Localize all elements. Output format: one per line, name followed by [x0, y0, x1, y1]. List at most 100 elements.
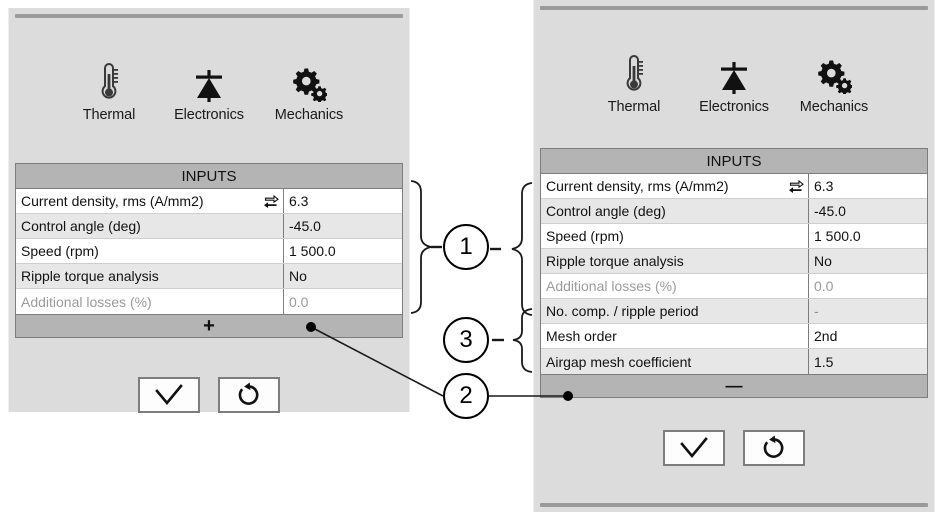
row-label-cell: Additional losses (%)	[16, 289, 284, 314]
row-label: Mesh order	[546, 328, 617, 344]
table-row[interactable]: Control angle (deg) -45.0	[16, 214, 402, 239]
icon-label-mechanics: Mechanics	[799, 99, 869, 115]
add-row-button[interactable]: +	[16, 314, 402, 337]
confirm-button[interactable]	[663, 430, 725, 466]
action-buttons	[9, 377, 409, 413]
brace-right-3	[512, 308, 533, 373]
row-label-cell: Additional losses (%)	[541, 274, 809, 298]
row-label: Current density, rms (A/mm2)	[21, 193, 204, 209]
icon-button-electronics[interactable]: Electronics	[159, 56, 259, 123]
check-icon	[154, 384, 184, 406]
table-row[interactable]: Speed (rpm) 1 500.0	[541, 224, 927, 249]
panel-divider-top	[15, 14, 403, 18]
table-row[interactable]: Current density, rms (A/mm2) 6.3	[541, 174, 927, 199]
row-label-cell: Ripple torque analysis	[541, 249, 809, 273]
table-row[interactable]: No. comp. / ripple period -	[541, 299, 927, 324]
remove-row-button[interactable]: —	[541, 374, 927, 397]
table-row[interactable]: Ripple torque analysis No	[16, 264, 402, 289]
table-row[interactable]: Ripple torque analysis No	[541, 249, 927, 274]
row-value[interactable]: No	[814, 253, 832, 269]
reset-arrow-icon	[761, 435, 787, 461]
icon-label-mechanics: Mechanics	[274, 107, 344, 123]
row-value[interactable]: -	[814, 303, 819, 319]
thermometer-icon	[99, 56, 119, 102]
row-label: Additional losses (%)	[546, 278, 677, 294]
table-header: INPUTS	[541, 149, 927, 174]
row-label-cell: Control angle (deg)	[541, 199, 809, 223]
table-row[interactable]: Current density, rms (A/mm2) 6.3	[16, 189, 402, 214]
swap-arrows-icon[interactable]	[263, 194, 283, 208]
panel-divider-top	[540, 6, 928, 10]
reset-button[interactable]	[218, 377, 280, 413]
icon-button-mechanics[interactable]: Mechanics	[259, 56, 359, 123]
callout-1: 1	[443, 224, 489, 270]
row-label: Speed (rpm)	[546, 228, 624, 244]
row-label-cell: Current density, rms (A/mm2)	[16, 189, 284, 213]
right-panel: Thermal Electronics Mechanics INPUTS Curre…	[533, 0, 935, 512]
check-icon	[679, 437, 709, 459]
table-header: INPUTS	[16, 164, 402, 189]
row-label-cell: Speed (rpm)	[16, 239, 284, 263]
icon-toolbar: Thermal Electronics Mechanics	[534, 48, 934, 115]
row-value[interactable]: 0.0	[814, 278, 834, 294]
swap-arrows-icon[interactable]	[788, 179, 808, 193]
table-row[interactable]: Additional losses (%) 0.0	[541, 274, 927, 299]
thermometer-icon	[624, 48, 644, 94]
row-value[interactable]: 1 500.0	[289, 243, 336, 259]
row-label: Control angle (deg)	[546, 203, 666, 219]
row-label: Current density, rms (A/mm2)	[546, 178, 729, 194]
table-row[interactable]: Control angle (deg) -45.0	[541, 199, 927, 224]
row-label-cell: Mesh order	[541, 324, 809, 348]
row-value[interactable]: 2nd	[814, 328, 838, 344]
callout-2: 2	[443, 373, 489, 419]
row-value[interactable]: 0.0	[289, 293, 309, 310]
row-label: Ripple torque analysis	[21, 268, 159, 284]
icon-toolbar: Thermal Electronics Mechanics	[9, 56, 409, 123]
icon-button-mechanics[interactable]: Mechanics	[784, 48, 884, 115]
icon-label-thermal: Thermal	[82, 107, 136, 123]
row-label: No. comp. / ripple period	[546, 303, 699, 319]
row-label: Ripple torque analysis	[546, 253, 684, 269]
row-label-cell: Speed (rpm)	[541, 224, 809, 248]
row-label: Speed (rpm)	[21, 243, 99, 259]
row-value[interactable]: 1 500.0	[814, 228, 861, 244]
table-row[interactable]: Airgap mesh coefficient 1.5	[541, 349, 927, 374]
reset-button[interactable]	[743, 430, 805, 466]
row-label-cell: Ripple torque analysis	[16, 264, 284, 288]
row-label-cell: No. comp. / ripple period	[541, 299, 809, 323]
diode-icon	[192, 56, 226, 102]
row-value[interactable]: 1.5	[814, 353, 834, 370]
brace-left-1	[410, 180, 432, 314]
icon-label-electronics: Electronics	[699, 99, 769, 115]
row-label: Additional losses (%)	[21, 293, 152, 310]
icon-label-thermal: Thermal	[607, 99, 661, 115]
row-value[interactable]: -45.0	[814, 203, 846, 219]
brace-right-1	[511, 182, 533, 316]
action-buttons	[534, 430, 934, 466]
table-row[interactable]: Mesh order 2nd	[541, 324, 927, 349]
row-label: Control angle (deg)	[21, 218, 141, 234]
row-label-cell: Control angle (deg)	[16, 214, 284, 238]
panel-divider-bottom	[540, 503, 928, 507]
confirm-button[interactable]	[138, 377, 200, 413]
row-value[interactable]: 6.3	[814, 178, 834, 194]
row-label-cell: Current density, rms (A/mm2)	[541, 174, 809, 198]
row-value[interactable]: 6.3	[289, 193, 309, 209]
table-row[interactable]: Speed (rpm) 1 500.0	[16, 239, 402, 264]
icon-label-electronics: Electronics	[174, 107, 244, 123]
callout-3: 3	[443, 317, 489, 363]
diode-icon	[717, 48, 751, 94]
icon-button-thermal[interactable]: Thermal	[59, 56, 159, 123]
row-value[interactable]: -45.0	[289, 218, 321, 234]
gears-icon	[291, 56, 327, 102]
table-row[interactable]: Additional losses (%) 0.0	[16, 289, 402, 314]
icon-button-electronics[interactable]: Electronics	[684, 48, 784, 115]
left-panel: Thermal Electronics Mechanics INPUTS Curre…	[8, 8, 410, 413]
row-label: Airgap mesh coefficient	[546, 353, 692, 370]
row-value[interactable]: No	[289, 268, 307, 284]
icon-button-thermal[interactable]: Thermal	[584, 48, 684, 115]
